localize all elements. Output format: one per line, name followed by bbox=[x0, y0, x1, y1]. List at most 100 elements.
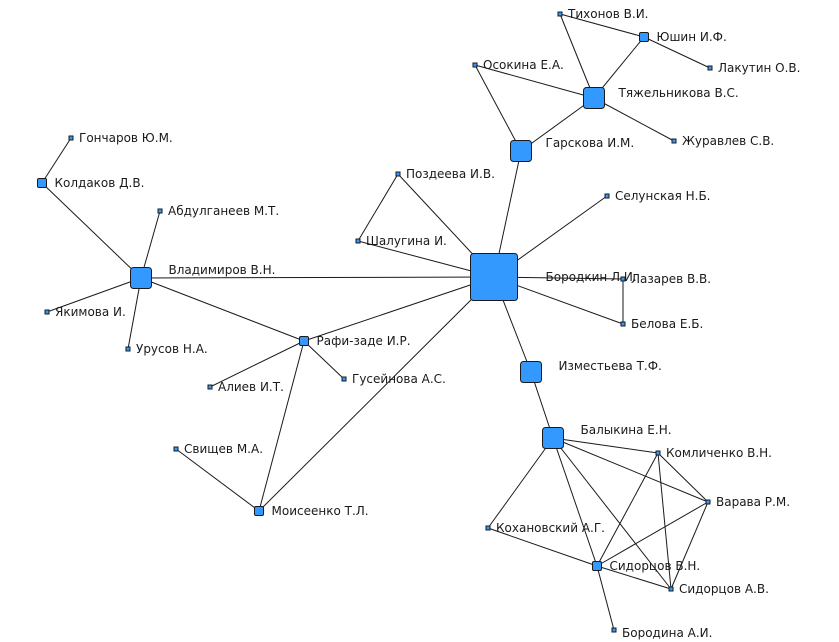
node-marker[interactable] bbox=[157, 208, 163, 214]
node-marker[interactable] bbox=[592, 561, 602, 571]
edge-vlad-rafi bbox=[140, 277, 305, 342]
edge-kompl-sidav bbox=[657, 452, 672, 590]
node-marker[interactable] bbox=[542, 427, 564, 449]
node-label: Свищев М.А. bbox=[184, 442, 263, 456]
node-garsk[interactable]: Гарскова И.М. bbox=[510, 136, 635, 162]
node-urus[interactable]: Урусов Н.А. bbox=[125, 342, 208, 356]
node-marker[interactable] bbox=[472, 62, 478, 68]
node-label: Балыкина Е.Н. bbox=[581, 423, 672, 437]
node-tyazh[interactable]: Тяжельникова В.С. bbox=[583, 86, 739, 109]
edge-vlad-yakim bbox=[46, 277, 142, 313]
node-sidvn[interactable]: Сидорцов В.Н. bbox=[592, 559, 701, 573]
node-label: Колдаков Д.В. bbox=[55, 176, 145, 190]
node-marker[interactable] bbox=[341, 376, 347, 382]
node-lakut[interactable]: Лакутин О.В. bbox=[707, 61, 800, 75]
node-gonch[interactable]: Гончаров Ю.М. bbox=[68, 131, 173, 145]
node-marker[interactable] bbox=[520, 361, 542, 383]
nodes-layer: Бородкин Л.И. Поздеева И.В. Шалугина И. Сел… bbox=[37, 7, 800, 640]
node-marker[interactable] bbox=[583, 87, 605, 109]
node-marker[interactable] bbox=[705, 499, 711, 505]
node-lazar[interactable]: Лазарев В.В. bbox=[620, 272, 711, 286]
node-label: Владимиров В.Н. bbox=[169, 263, 276, 277]
node-label: Сидорцов А.В. bbox=[679, 582, 769, 596]
node-label: Гарскова И.М. bbox=[546, 136, 635, 150]
node-aliev[interactable]: Алиев И.Т. bbox=[207, 380, 284, 394]
node-label: Бородкин Л.И. bbox=[546, 270, 637, 284]
edge-balyk-sidav bbox=[552, 437, 672, 590]
node-label: Тяжельникова В.С. bbox=[618, 86, 739, 100]
node-marker[interactable] bbox=[299, 336, 309, 346]
node-label: Урусов Н.А. bbox=[136, 342, 208, 356]
node-yush[interactable]: Юшин И.Ф. bbox=[639, 30, 727, 44]
node-abdul[interactable]: Абдулганеев М.Т. bbox=[157, 204, 279, 218]
node-tikh[interactable]: Тихонов В.И. bbox=[557, 7, 648, 21]
node-label: Бородина А.И. bbox=[622, 626, 712, 640]
node-marker[interactable] bbox=[355, 238, 361, 244]
node-selun[interactable]: Селунская Н.Б. bbox=[604, 189, 711, 203]
edge-yush-lakut bbox=[643, 36, 711, 69]
node-label: Рафи-заде И.Р. bbox=[317, 334, 411, 348]
node-marker[interactable] bbox=[510, 140, 532, 162]
node-label: Гончаров Ю.М. bbox=[79, 131, 173, 145]
edge-sidvn-kompl bbox=[596, 452, 659, 567]
edge-kompl-varava bbox=[657, 452, 709, 503]
node-marker[interactable] bbox=[620, 321, 626, 327]
node-vlad[interactable]: Владимиров В.Н. bbox=[130, 263, 276, 289]
edge-vlad-urus bbox=[127, 277, 142, 350]
node-marker[interactable] bbox=[611, 627, 617, 633]
node-marker[interactable] bbox=[557, 11, 563, 17]
node-izm[interactable]: Изместьева Т.Ф. bbox=[520, 359, 662, 383]
node-marker[interactable] bbox=[668, 586, 674, 592]
node-osok[interactable]: Осокина Е.А. bbox=[472, 58, 564, 72]
node-marker[interactable] bbox=[44, 309, 50, 315]
edge-tyazh-zhur bbox=[593, 97, 675, 142]
node-balyk[interactable]: Балыкина Е.Н. bbox=[542, 423, 672, 449]
node-marker[interactable] bbox=[707, 65, 713, 71]
node-borodkin[interactable]: Бородкин Л.И. bbox=[470, 253, 637, 301]
node-marker[interactable] bbox=[68, 135, 74, 141]
node-zhur[interactable]: Журавлев С.В. bbox=[671, 134, 774, 148]
node-marker[interactable] bbox=[470, 253, 518, 301]
node-marker[interactable] bbox=[485, 525, 491, 531]
node-rafi[interactable]: Рафи-заде И.Р. bbox=[299, 334, 411, 348]
edge-poz-shal bbox=[357, 173, 399, 242]
edge-borodkin-vlad bbox=[140, 276, 495, 279]
node-moiss[interactable]: Моисеенко Т.Л. bbox=[254, 504, 369, 518]
node-label: Осокина Е.А. bbox=[483, 58, 564, 72]
node-marker[interactable] bbox=[671, 138, 677, 144]
node-belova[interactable]: Белова Е.Б. bbox=[620, 317, 703, 331]
node-marker[interactable] bbox=[639, 32, 649, 42]
node-label: Лазарев В.В. bbox=[631, 272, 711, 286]
node-borod[interactable]: Бородина А.И. bbox=[611, 626, 712, 640]
edge-tyazh-tikh bbox=[559, 13, 595, 99]
edge-rafi-moiss bbox=[258, 340, 305, 512]
node-marker[interactable] bbox=[173, 446, 179, 452]
node-kompl[interactable]: Комличенко В.Н. bbox=[655, 446, 772, 460]
node-marker[interactable] bbox=[620, 276, 626, 282]
node-gus[interactable]: Гусейнова А.С. bbox=[341, 372, 446, 386]
node-label: Гусейнова А.С. bbox=[352, 372, 446, 386]
edge-garsk-osok bbox=[474, 64, 522, 152]
node-label: Изместьева Т.Ф. bbox=[559, 359, 662, 373]
node-marker[interactable] bbox=[130, 267, 152, 289]
edge-balyk-kompl bbox=[552, 437, 659, 454]
node-marker[interactable] bbox=[655, 450, 661, 456]
edge-sidvn-varava bbox=[596, 501, 709, 567]
node-poz[interactable]: Поздеева И.В. bbox=[395, 167, 495, 181]
node-marker[interactable] bbox=[125, 346, 131, 352]
node-marker[interactable] bbox=[254, 506, 264, 516]
node-marker[interactable] bbox=[37, 178, 47, 188]
node-sidav[interactable]: Сидорцов А.В. bbox=[668, 582, 769, 596]
edge-vlad-kold bbox=[41, 182, 142, 279]
node-marker[interactable] bbox=[604, 193, 610, 199]
node-kokh[interactable]: Кохановский А.Г. bbox=[485, 521, 605, 535]
node-shal[interactable]: Шалугина И. bbox=[355, 234, 447, 248]
node-kold[interactable]: Колдаков Д.В. bbox=[37, 176, 145, 190]
edge-sidvn-borod bbox=[596, 565, 615, 631]
node-svish[interactable]: Свищев М.А. bbox=[173, 442, 263, 456]
node-marker[interactable] bbox=[395, 171, 401, 177]
node-marker[interactable] bbox=[207, 384, 213, 390]
node-varava[interactable]: Варава Р.М. bbox=[705, 495, 790, 509]
node-yakim[interactable]: Якимова И. bbox=[44, 305, 126, 319]
